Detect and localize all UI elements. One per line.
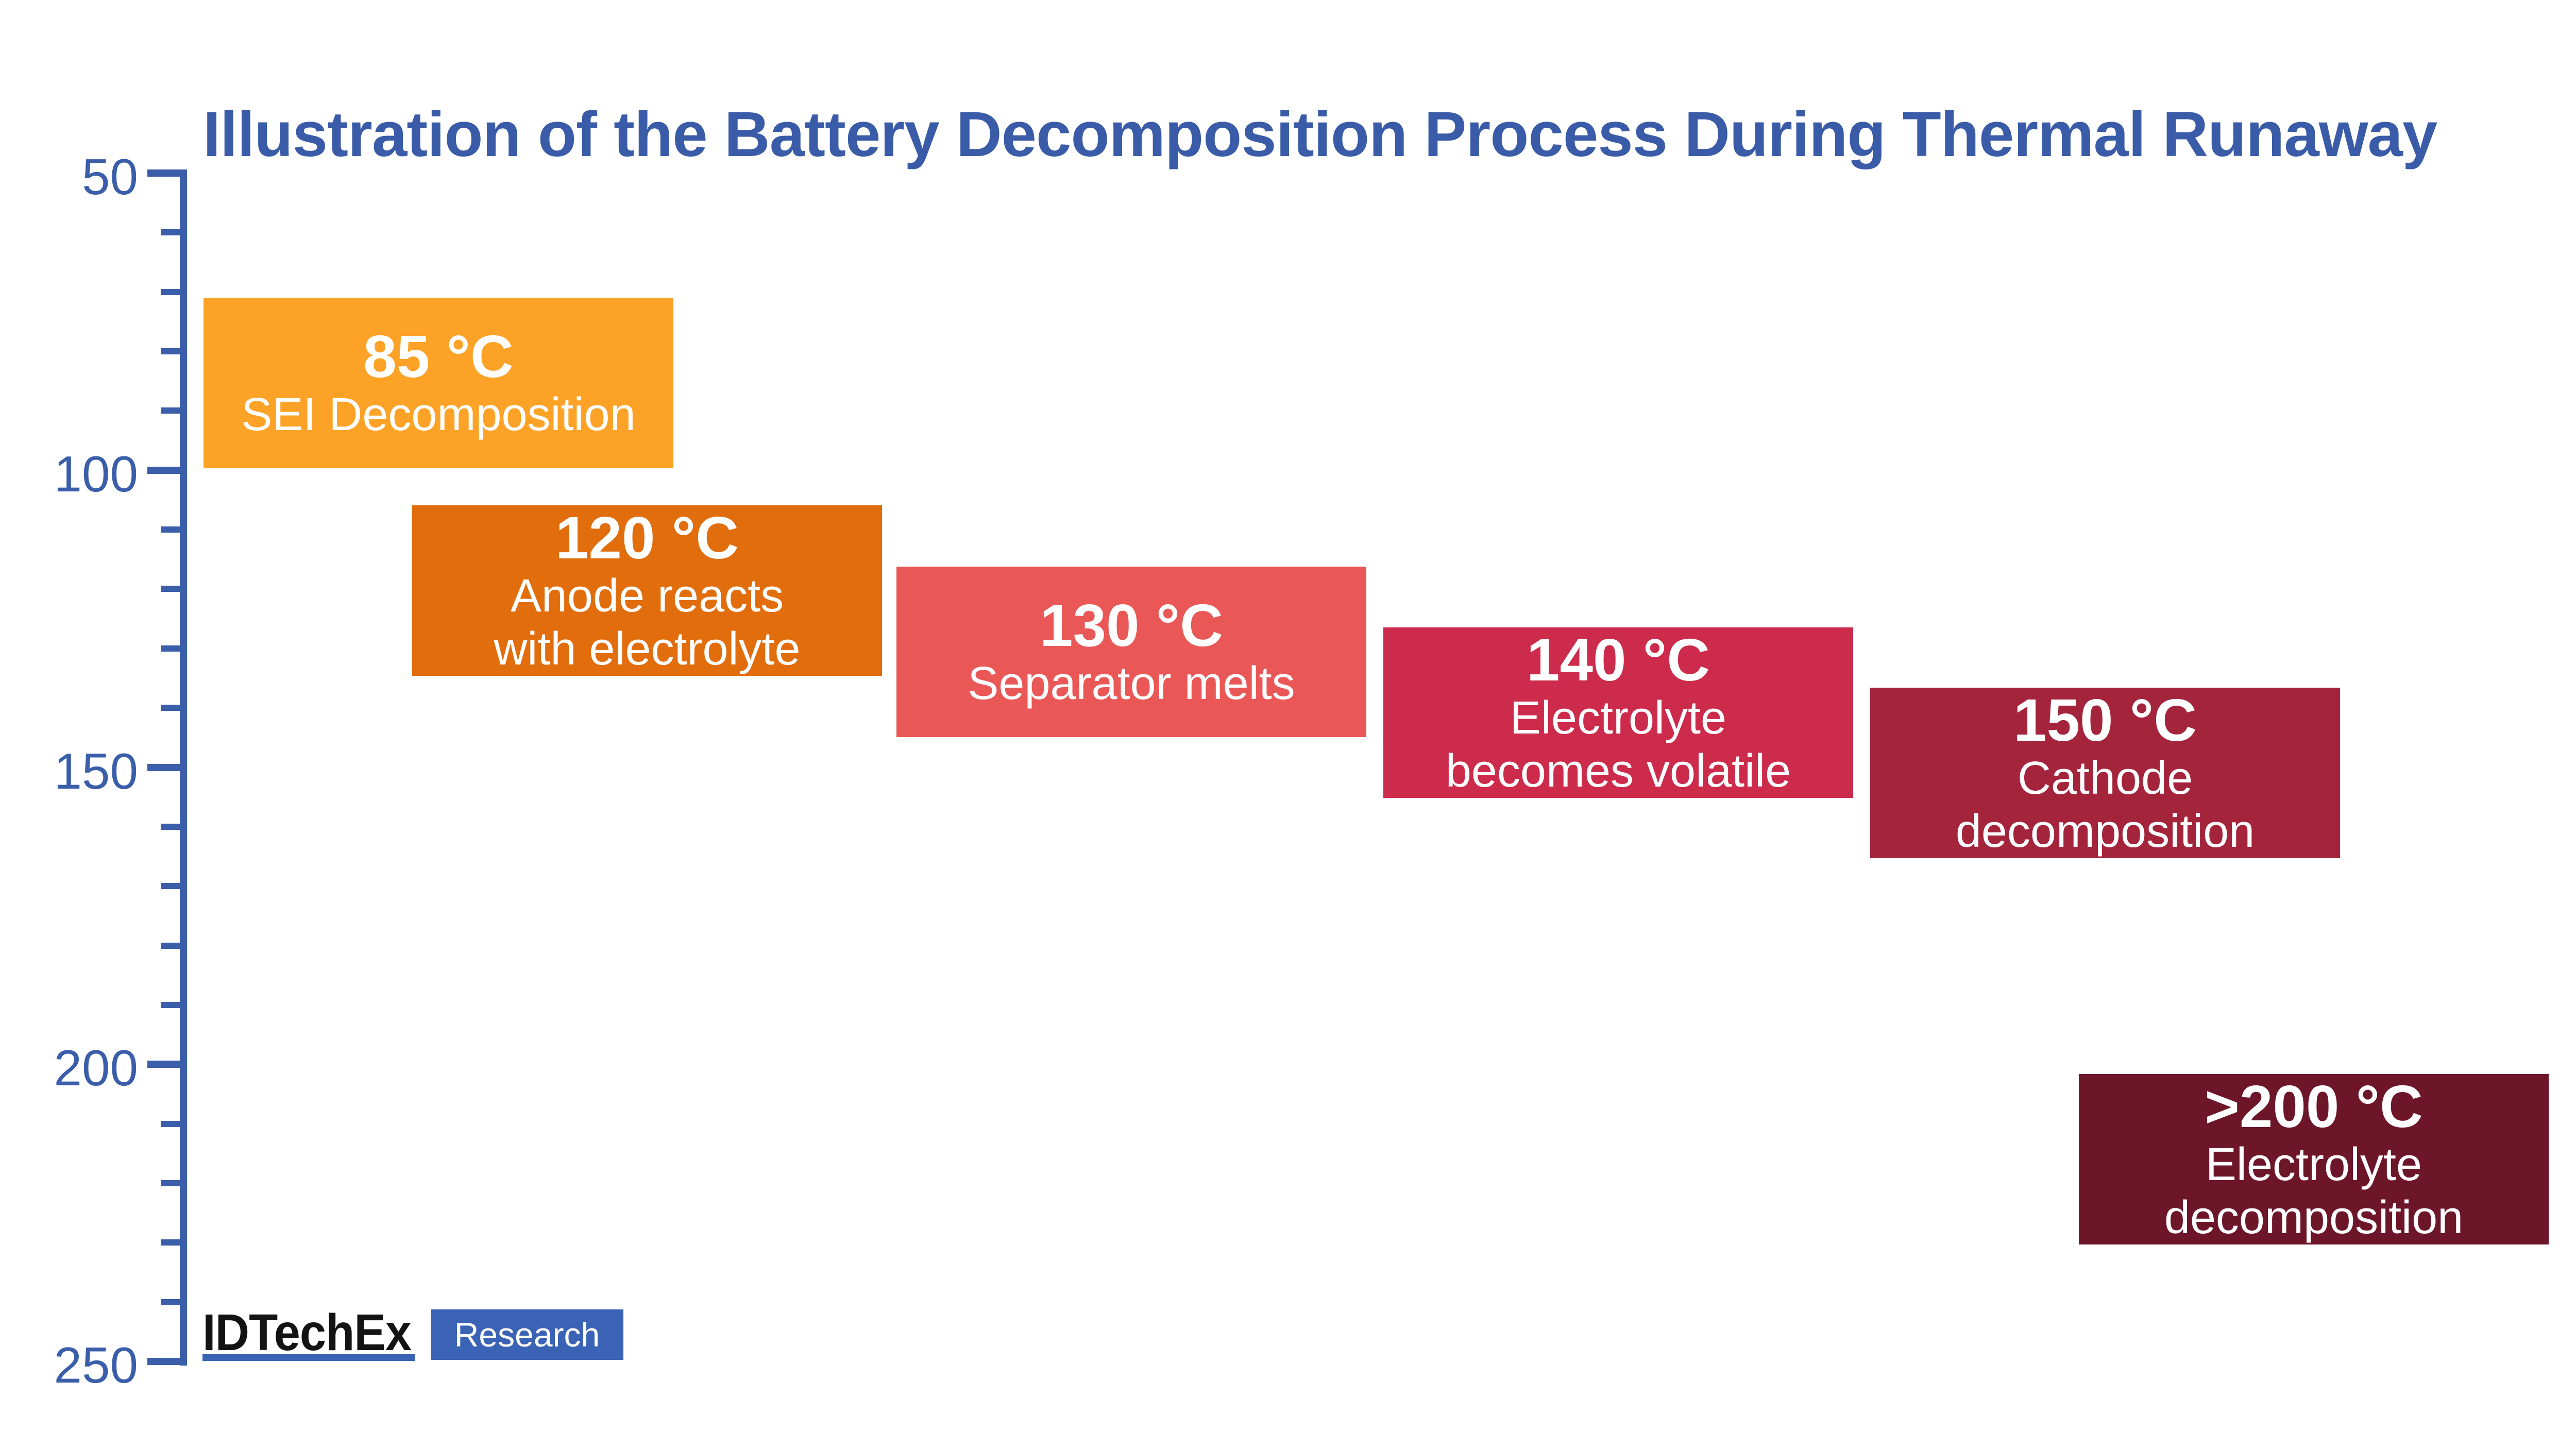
stage-temp-label: 140 °C (1527, 626, 1710, 693)
axis-minor-tick (161, 942, 183, 949)
axis-minor-tick (161, 1239, 183, 1246)
axis-minor-tick (161, 526, 183, 533)
stage-temp-label: 85 °C (363, 323, 514, 390)
axis-tick-label: 100 (54, 445, 138, 502)
axis-minor-tick (161, 1299, 183, 1305)
stage-description-line: SEI Decomposition (241, 389, 636, 440)
stage-temp-label: 130 °C (1040, 592, 1223, 659)
axis-minor-tick (161, 229, 183, 236)
research-badge: Research (431, 1309, 623, 1360)
axis-tick-label: 200 (54, 1039, 138, 1097)
axis-minor-tick (161, 705, 183, 711)
stage-description-line: Anode reacts (510, 570, 784, 622)
axis-minor-tick (161, 288, 183, 295)
stage-description-line: Separator melts (968, 658, 1295, 709)
axis-minor-tick (161, 1120, 183, 1127)
axis-tick-label: 250 (54, 1337, 138, 1393)
axis-minor-tick (161, 883, 183, 890)
research-badge-label: Research (454, 1316, 600, 1354)
axis-major-tick (147, 1061, 183, 1068)
axis-major-tick (147, 169, 183, 177)
idtechex-wordmark: IDTechEx (202, 1304, 412, 1361)
stage-description-line: with electrolyte (494, 623, 801, 675)
axis-minor-tick (161, 1001, 183, 1008)
stage-description-line: decomposition (2164, 1191, 2464, 1243)
axis-major-tick (147, 763, 183, 771)
axis-minor-tick (161, 823, 183, 830)
stage-description-line: becomes volatile (1445, 745, 1791, 797)
stage-box-sei-decomposition: 85 °C SEI Decomposition (204, 298, 673, 468)
axis-minor-tick (161, 645, 183, 652)
axis-tick-label: 50 (81, 148, 138, 205)
stage-temp-label: >200 °C (2205, 1072, 2423, 1140)
axis-major-tick (147, 466, 183, 474)
stage-box-separator-melts: 130 °C Separator melts (896, 567, 1366, 737)
axis-minor-tick (161, 348, 183, 355)
stage-description-line: Electrolyte (2205, 1138, 2422, 1190)
stage-temp-label: 150 °C (2013, 686, 2197, 754)
chart-title: Illustration of the Battery Decompositio… (203, 99, 2437, 171)
idtechex-underline (202, 1354, 415, 1361)
axis-minor-tick (161, 586, 183, 592)
axis-tick-label: 150 (54, 742, 138, 799)
stage-box-cathode-decomposition: 150 °C Cathode decomposition (1870, 688, 2340, 858)
stage-box-anode-reacts: 120 °C Anode reacts with electrolyte (412, 505, 882, 676)
stage-temp-label: 120 °C (555, 504, 739, 571)
stage-description-line: Cathode (2017, 752, 2193, 804)
axis-minor-tick (161, 1180, 183, 1186)
stage-description-line: decomposition (1955, 805, 2255, 857)
axis-major-tick (147, 1358, 183, 1365)
stage-box-electrolyte-volatile: 140 °C Electrolyte becomes volatile (1383, 627, 1853, 798)
axis-minor-tick (161, 407, 183, 414)
stage-box-electrolyte-decomposition: >200 °C Electrolyte decomposition (2079, 1074, 2549, 1245)
stage-description-line: Electrolyte (1510, 692, 1727, 744)
